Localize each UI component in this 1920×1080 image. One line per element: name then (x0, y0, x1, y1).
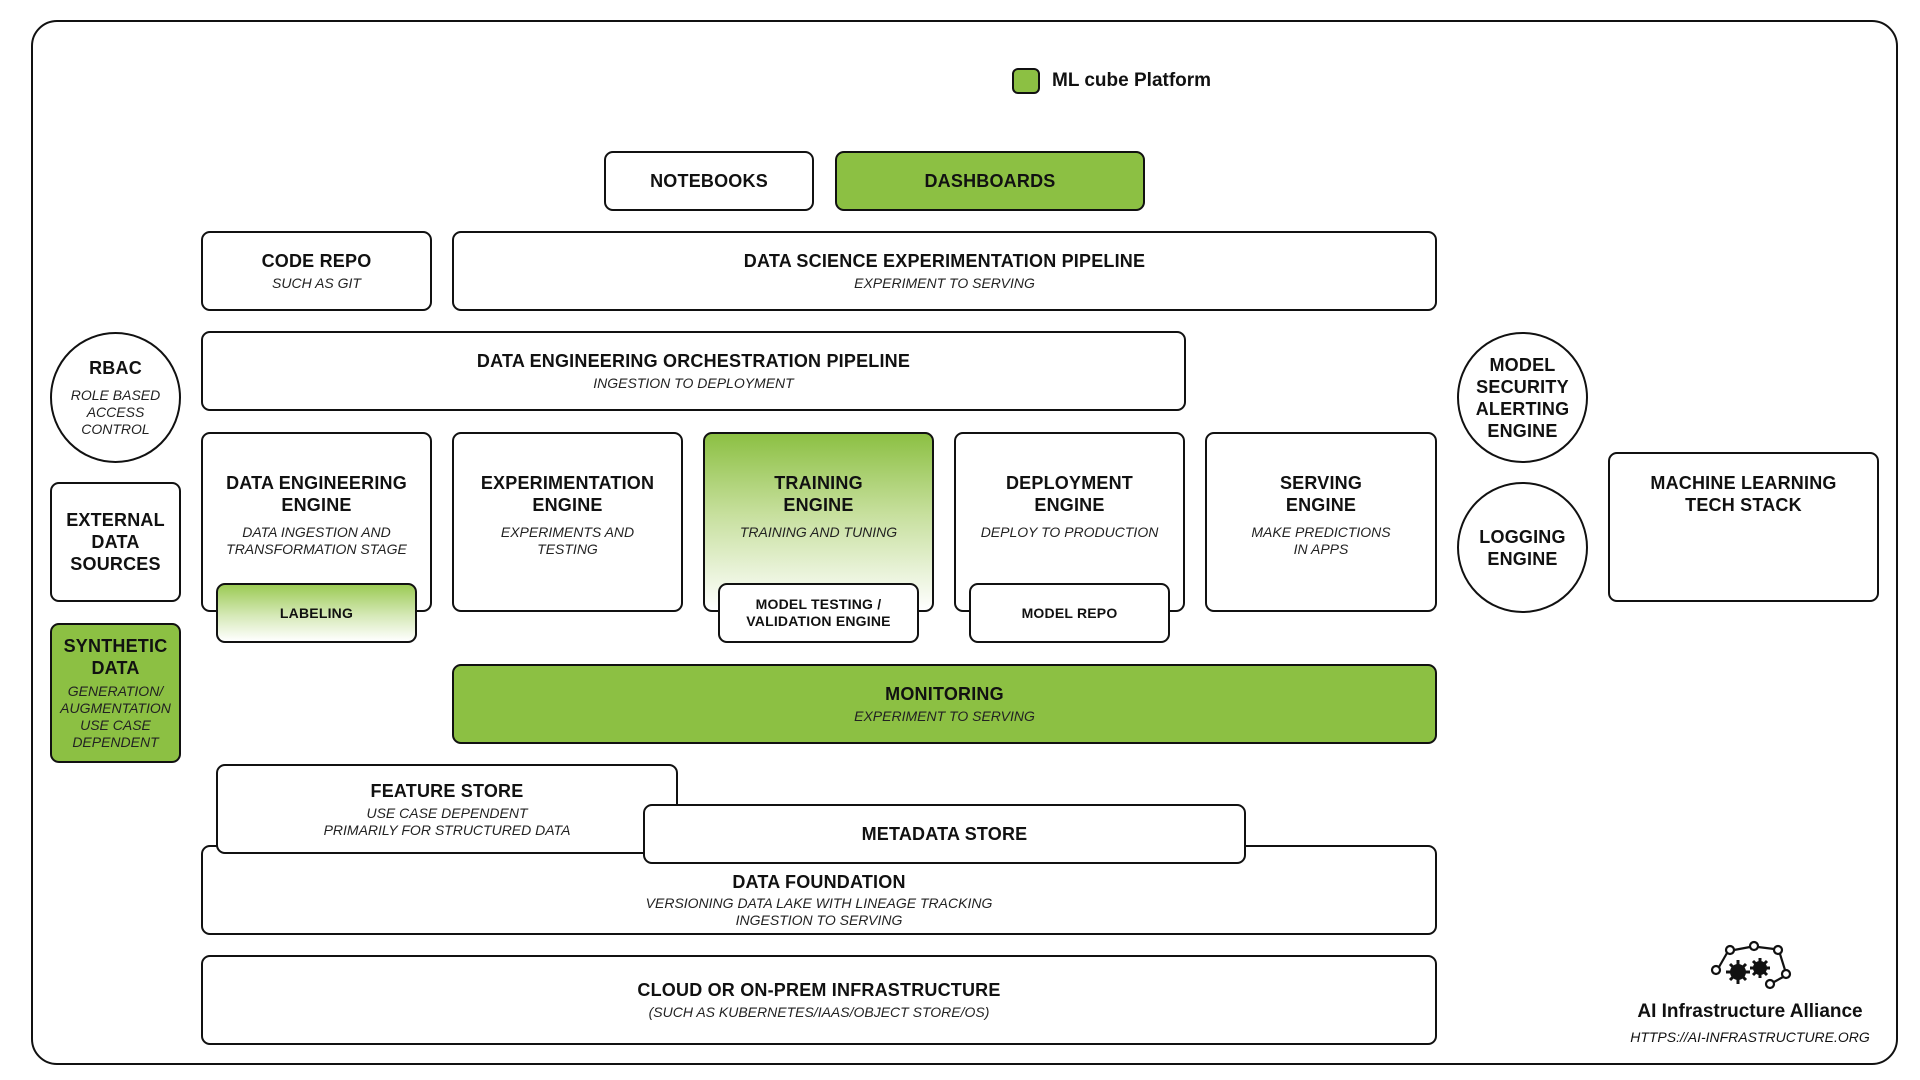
experimentation-title: EXPERIMENTATION ENGINE (480, 473, 655, 515)
training-title: TRAINING ENGINE (774, 473, 863, 515)
data-eng-title: DATA ENGINEERING ENGINE (226, 473, 407, 515)
brand-name: AI Infrastructure Alliance (1637, 1001, 1863, 1022)
external-data-box: EXTERNAL DATA SOURCES (50, 482, 181, 602)
legend-swatch (1012, 68, 1040, 94)
de-pipeline-sub: INGESTION TO DEPLOYMENT (593, 375, 794, 391)
deployment-title: DEPLOYMENT ENGINE (1005, 473, 1133, 515)
ml-tech-stack-label: MACHINE LEARNING TECH STACK (1650, 473, 1837, 515)
data-foundation-sub: VERSIONING DATA LAKE WITH LINEAGE TRACKI… (645, 895, 993, 928)
gears-network-icon (1710, 940, 1792, 990)
diagram-frame (31, 20, 1898, 1065)
de-pipeline-title: DATA ENGINEERING ORCHESTRATION PIPELINE (476, 351, 911, 371)
code-repo-box: CODE REPO SUCH AS GIT (201, 231, 432, 311)
synthetic-data-title: SYNTHETIC DATA (63, 636, 168, 678)
labeling-box: LABELING (216, 583, 417, 643)
training-sub: TRAINING AND TUNING (739, 524, 898, 540)
ds-pipeline-box: DATA SCIENCE EXPERIMENTATION PIPELINE EX… (452, 231, 1437, 311)
ds-pipeline-sub: EXPERIMENT TO SERVING (854, 275, 1035, 291)
brand-block: AI Infrastructure Alliance HTTPS://AI-IN… (1600, 940, 1900, 1045)
de-pipeline-box: DATA ENGINEERING ORCHESTRATION PIPELINE … (201, 331, 1186, 411)
metadata-store-box: METADATA STORE (643, 804, 1246, 864)
monitoring-title: MONITORING (885, 684, 1004, 704)
notebooks-label: NOTEBOOKS (650, 171, 768, 191)
ds-pipeline-title: DATA SCIENCE EXPERIMENTATION PIPELINE (743, 251, 1146, 271)
model-testing-box: MODEL TESTING / VALIDATION ENGINE (718, 583, 919, 643)
dashboards-box: DASHBOARDS (835, 151, 1145, 211)
data-eng-sub: DATA INGESTION AND TRANSFORMATION STAGE (226, 524, 407, 557)
experimentation-sub: EXPERIMENTS AND TESTING (500, 524, 635, 557)
rbac-sub: ROLE BASED ACCESS CONTROL (70, 387, 161, 437)
logging-engine-label: LOGGING ENGINE (1479, 526, 1566, 569)
model-repo-label: MODEL REPO (1021, 605, 1118, 621)
notebooks-box: NOTEBOOKS (604, 151, 814, 211)
model-security-label: MODEL SECURITY ALERTING ENGINE (1475, 354, 1570, 441)
monitoring-sub: EXPERIMENT TO SERVING (854, 708, 1035, 724)
deployment-engine: DEPLOYMENT ENGINE DEPLOY TO PRODUCTION (954, 432, 1185, 612)
infrastructure-sub: (SUCH AS KUBERNETES/IAAS/OBJECT STORE/OS… (648, 1004, 990, 1020)
code-repo-title: CODE REPO (261, 251, 372, 271)
data-foundation-title: DATA FOUNDATION (732, 872, 906, 892)
rbac-circle: RBAC ROLE BASED ACCESS CONTROL (50, 332, 181, 463)
metadata-store-label: METADATA STORE (861, 824, 1028, 844)
feature-store-sub: USE CASE DEPENDENT PRIMARILY FOR STRUCTU… (323, 804, 571, 838)
feature-store-box: FEATURE STORE USE CASE DEPENDENT PRIMARI… (216, 764, 678, 854)
external-data-title: EXTERNAL DATA SOURCES (66, 510, 165, 574)
dashboards-label: DASHBOARDS (924, 171, 1056, 191)
monitoring-box: MONITORING EXPERIMENT TO SERVING (452, 664, 1437, 744)
legend: ML cube Platform (1012, 68, 1211, 94)
brand-url: HTTPS://AI-INFRASTRUCTURE.ORG (1630, 1029, 1870, 1045)
synthetic-data-box: SYNTHETIC DATA GENERATION/ AUGMENTATION … (50, 623, 181, 763)
code-repo-sub: SUCH AS GIT (272, 275, 361, 291)
model-repo-box: MODEL REPO (969, 583, 1170, 643)
deployment-sub: DEPLOY TO PRODUCTION (980, 524, 1159, 540)
ml-tech-stack-box: MACHINE LEARNING TECH STACK (1608, 452, 1879, 602)
labeling-label: LABELING (279, 604, 354, 621)
model-security-circle: MODEL SECURITY ALERTING ENGINE (1457, 332, 1588, 463)
serving-sub: MAKE PREDICTIONS IN APPS (1251, 524, 1391, 557)
rbac-title: RBAC (89, 358, 142, 378)
feature-store-title: FEATURE STORE (370, 780, 524, 801)
legend-label: ML cube Platform (1052, 70, 1212, 91)
infrastructure-box: CLOUD OR ON-PREM INFRASTRUCTURE (SUCH AS… (201, 955, 1437, 1045)
serving-title: SERVING ENGINE (1279, 473, 1363, 515)
model-testing-label: MODEL TESTING / VALIDATION ENGINE (746, 596, 891, 629)
synthetic-data-sub: GENERATION/ AUGMENTATION USE CASE DEPEND… (60, 683, 171, 750)
logging-engine-circle: LOGGING ENGINE (1457, 482, 1588, 613)
serving-engine: SERVING ENGINE MAKE PREDICTIONS IN APPS (1205, 432, 1437, 612)
experimentation-engine: EXPERIMENTATION ENGINE EXPERIMENTS AND T… (452, 432, 683, 612)
infrastructure-title: CLOUD OR ON-PREM INFRASTRUCTURE (637, 980, 1001, 1000)
